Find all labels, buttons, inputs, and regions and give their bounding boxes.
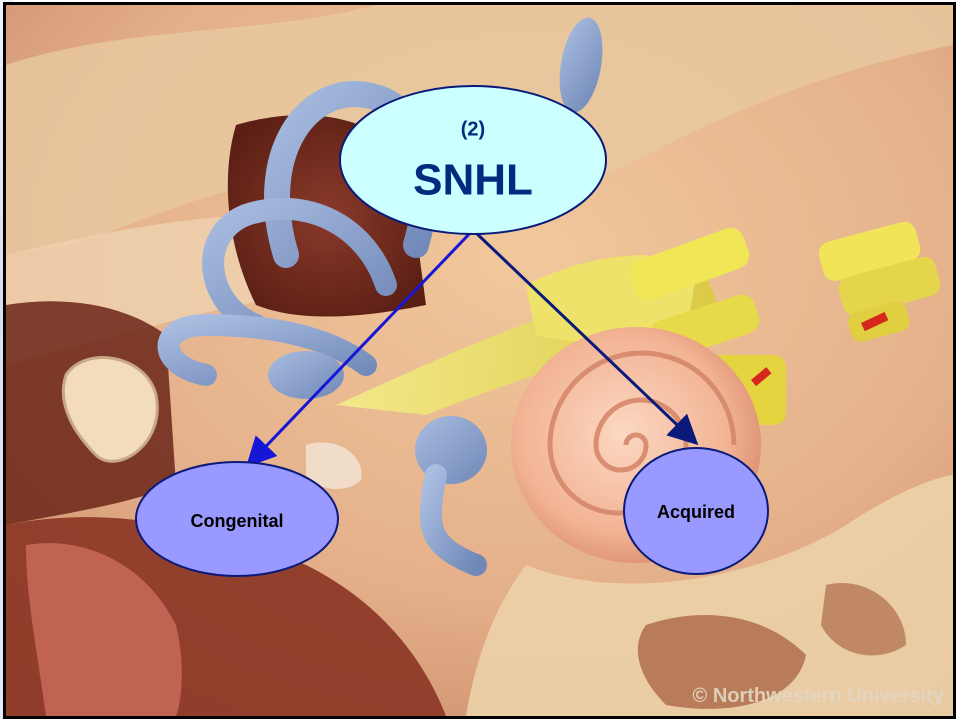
node-acquired-label: Acquired — [657, 502, 735, 522]
illustration-credit: © Northwestern University — [693, 685, 945, 707]
node-congenital-label: Congenital — [191, 511, 284, 531]
node-congenital: Congenital — [136, 462, 338, 576]
node-acquired: Acquired — [624, 448, 768, 574]
inner-ear-illustration: (2) SNHL Congenital Acquired © Northwest… — [6, 5, 953, 716]
node-snhl: (2) SNHL — [340, 86, 606, 234]
anatomy-illustration-frame: (2) SNHL Congenital Acquired © Northwest… — [3, 2, 956, 719]
node-snhl-number: (2) — [461, 118, 485, 140]
node-snhl-label: SNHL — [413, 156, 533, 205]
